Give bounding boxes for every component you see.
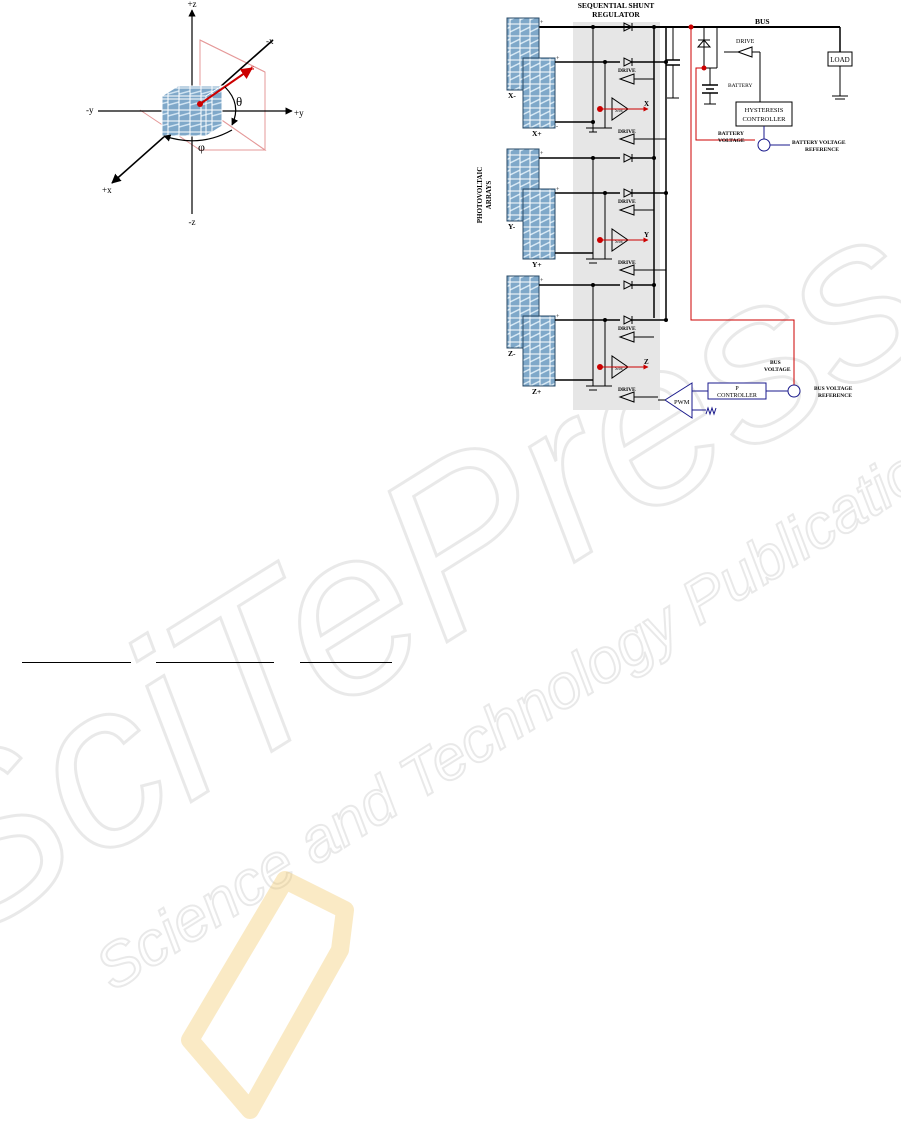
sh-x: S/H (615, 109, 623, 114)
pv-panel-x-pos (522, 57, 556, 129)
photovoltaic-line1: PHOTOVOLTAIC (476, 167, 484, 224)
axes-figure: +z -z -y +y -x +x s θ φ (86, 0, 304, 227)
rule-2 (156, 662, 274, 663)
array-label-x-neg: X- (508, 91, 516, 100)
drive-y-1: DRIVE (618, 199, 636, 205)
axis-label-z: Z (644, 358, 649, 366)
drive-z-2: DRIVE (618, 387, 636, 393)
array-label-z-pos: Z+ (532, 387, 541, 396)
array-label-x-pos: X+ (532, 129, 542, 138)
minus-x-pos: - (556, 124, 558, 130)
drive-x-1: DRIVE (618, 68, 636, 74)
drive-z-1: DRIVE (618, 326, 636, 332)
plus-x-neg: + (540, 20, 544, 26)
label-plus-x: +x (102, 185, 112, 195)
bus-voltage-line1: BUS (770, 360, 781, 366)
plus-z-pos: + (556, 314, 560, 320)
array-group-x: X- X+ + + - DRIVE DRIVE S/H X (506, 17, 668, 145)
regulator-title-line1: SEQUENTIAL SHUNT (578, 1, 654, 10)
pv-panel-y-pos (522, 188, 556, 260)
p-controller-line2: CONTROLLER (717, 393, 757, 399)
axis-label-x: X (644, 100, 649, 108)
label-minus-y: -y (86, 105, 94, 115)
bus-reference-line1: BUS VOLTAGE (814, 386, 853, 392)
hysteresis-line2: CONTROLLER (743, 116, 787, 123)
pwm-label: PWM (674, 399, 690, 406)
regulator-panel (573, 22, 660, 410)
array-group-z: Z- Z+ + + DRIVE DRIVE S/H Z (506, 275, 668, 403)
watermark-logo (181, 871, 354, 1119)
label-theta: θ (236, 94, 242, 109)
plus-y-neg: + (540, 151, 544, 157)
label-phi: φ (198, 140, 205, 154)
p-controller-line1: P (735, 386, 739, 392)
hysteresis-line1: HYSTERESIS (745, 107, 784, 114)
plus-z-neg: + (540, 278, 544, 284)
array-label-y-neg: Y- (508, 222, 516, 231)
label-minus-x: -x (266, 36, 274, 46)
s-vector (199, 67, 253, 105)
array-label-z-neg: Z- (508, 349, 516, 358)
label-plus-y: +y (294, 108, 304, 118)
battery-reference-line2: REFERENCE (805, 147, 839, 153)
label-minus-z: -z (189, 217, 196, 227)
pwm-comparator (664, 382, 693, 419)
sh-y: S/H (615, 240, 623, 245)
pv-panel-z-pos (522, 315, 556, 387)
photovoltaic-line2: ARRAYS (485, 181, 493, 210)
battery-voltage-line2: VOLTAGE (718, 138, 745, 144)
array-group-y: Y- Y+ + + DRIVE DRIVE S/H Y (506, 148, 668, 276)
bus-label: BUS (755, 17, 770, 26)
battery-reference-line1: BATTERY VOLTAGE (792, 140, 846, 146)
plus-x-pos: + (556, 56, 560, 62)
drive-y-2: DRIVE (618, 260, 636, 266)
power-circuit-diagram: SEQUENTIAL SHUNT REGULATOR BUS LOAD DRIV… (476, 1, 853, 419)
load-label: LOAD (830, 56, 849, 64)
bus-reference-line2: REFERENCE (818, 393, 852, 399)
battery-label: BATTERY (728, 83, 752, 89)
theta-arc (224, 86, 239, 126)
drive-battery-label: DRIVE (736, 39, 755, 45)
sh-z: S/H (615, 367, 623, 372)
battery-voltage-line1: BATTERY (718, 131, 744, 137)
bus-voltage-line2: VOLTAGE (764, 367, 791, 373)
satellite-cube (160, 85, 224, 137)
axis-label-y: Y (644, 231, 649, 239)
array-label-y-pos: Y+ (532, 260, 542, 269)
rule-3 (300, 662, 392, 663)
regulator-title-line2: REGULATOR (592, 10, 640, 19)
hysteresis-controller (735, 101, 793, 127)
label-plus-z: +z (187, 0, 196, 9)
bus-summing-junction (787, 384, 801, 398)
phi-arc (163, 129, 233, 142)
rule-1 (22, 662, 131, 663)
battery-summing-junction (757, 138, 771, 152)
drive-x-2: DRIVE (618, 129, 636, 135)
label-s: s (251, 63, 254, 72)
plus-y-pos: + (556, 187, 560, 193)
